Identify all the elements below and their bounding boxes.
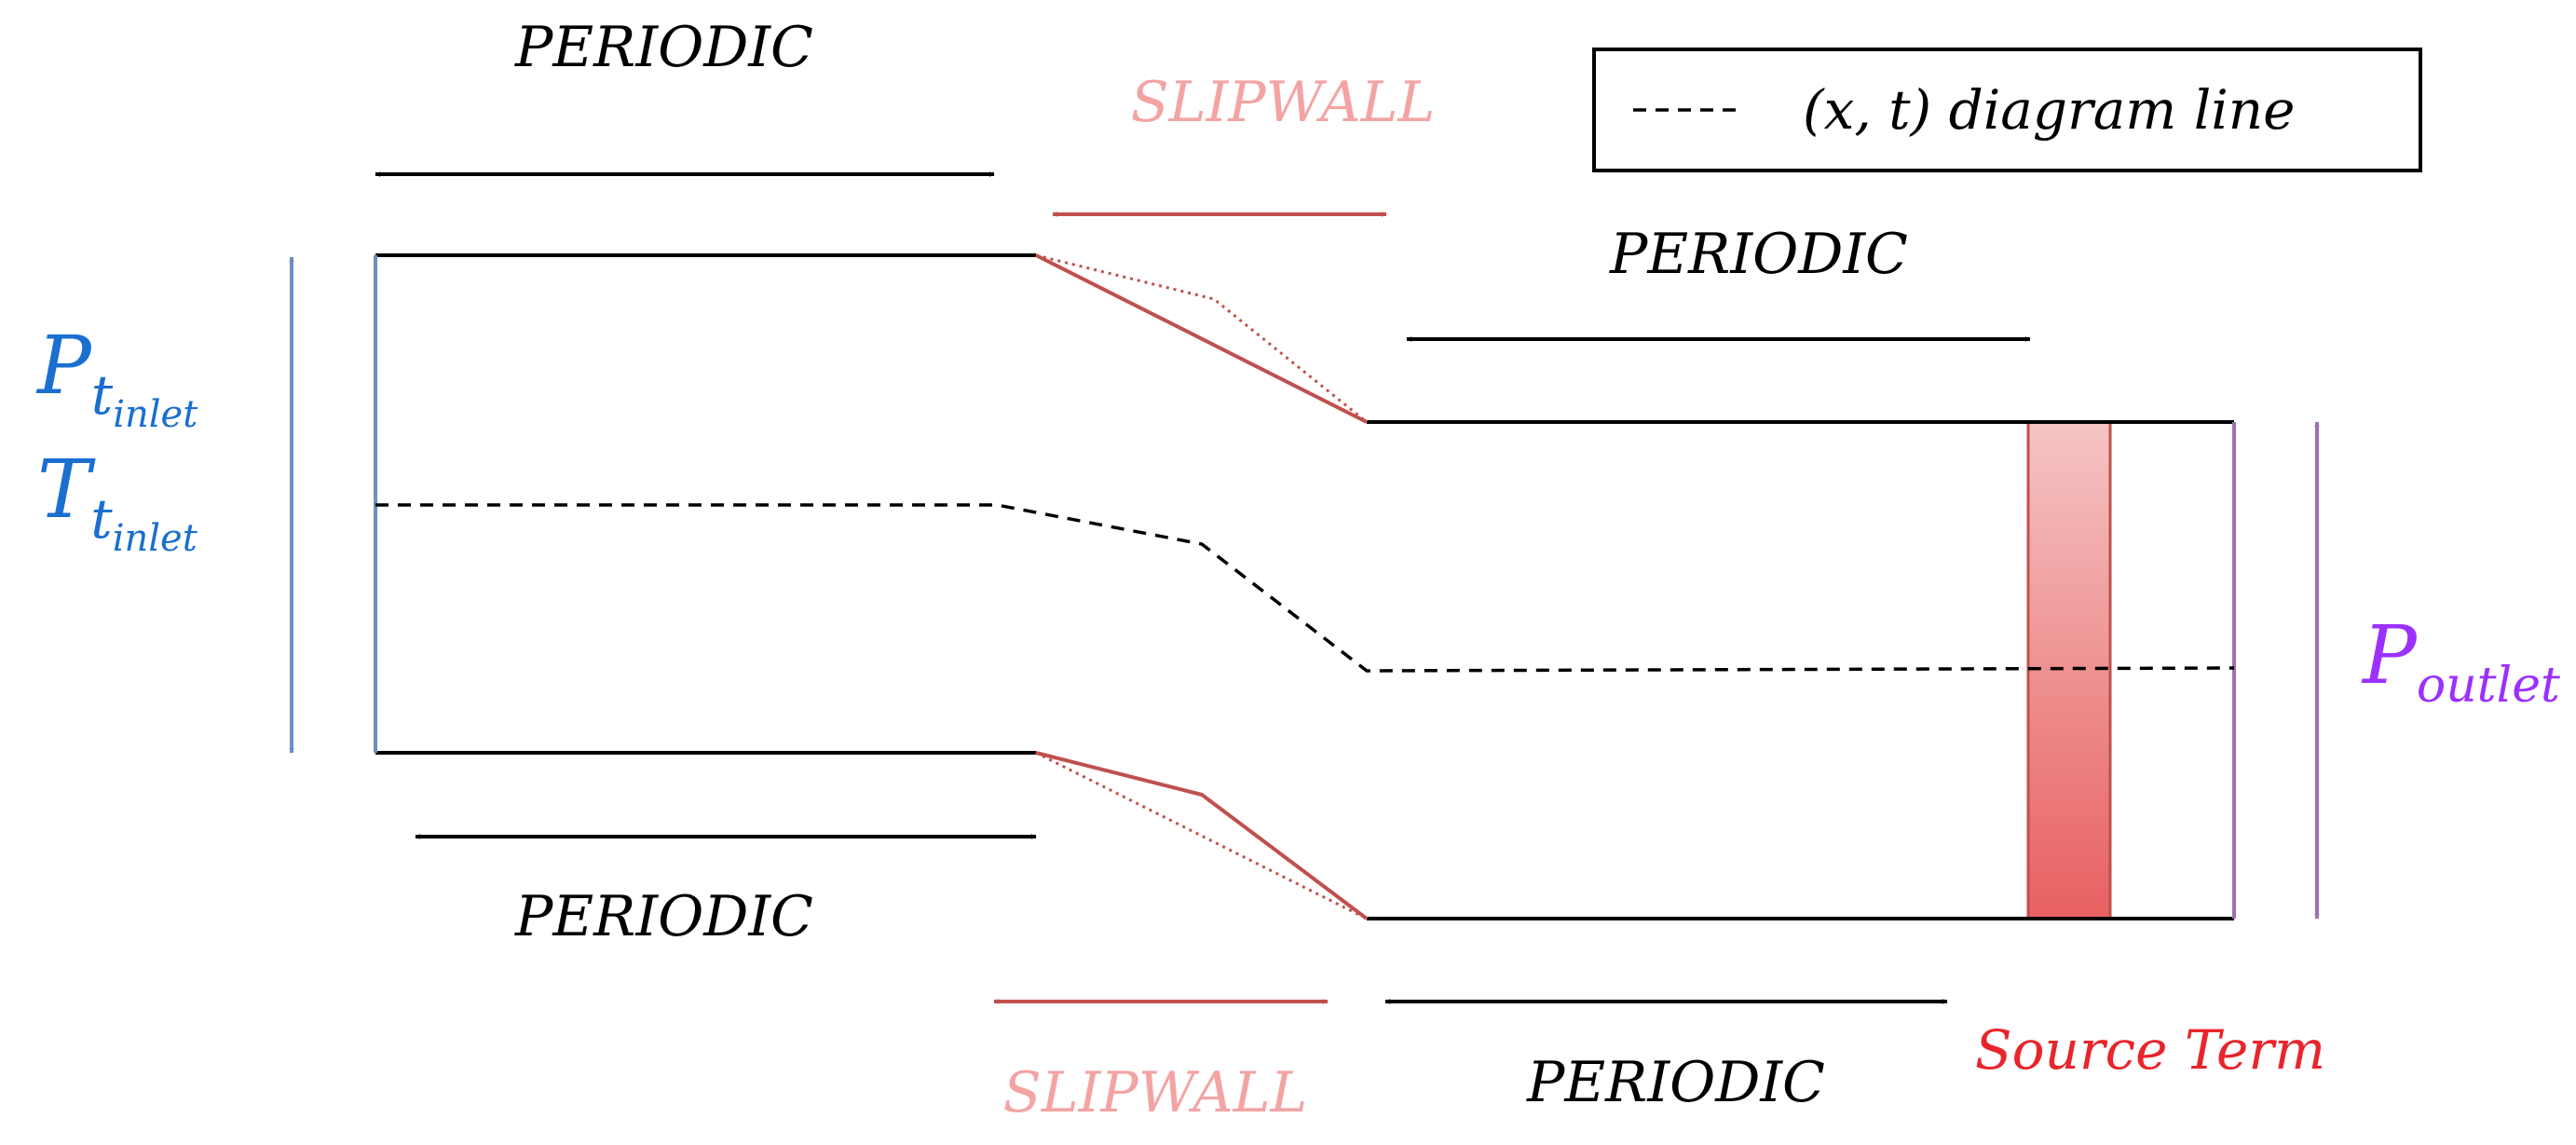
xt-diagram-line <box>375 503 2235 673</box>
slipwall-label-top: SLIPWALL <box>1131 70 1436 135</box>
legend: (x, t) diagram line <box>1592 48 2422 172</box>
periodic-label-top-left: PERIODIC <box>514 15 813 80</box>
periodic-label-bottom-left: PERIODIC <box>514 884 813 949</box>
top-slipwall-solid <box>1035 253 1368 424</box>
inlet-temperature-label: Ttinlet <box>37 443 198 560</box>
source-term-label: Source Term <box>1975 1018 2325 1082</box>
bottom-slipwall-dotted <box>1035 751 1368 920</box>
bottom-slipwall-solid <box>1035 751 1369 920</box>
periodic-label-bottom-right: PERIODIC <box>1526 1050 1825 1115</box>
inlet-pressure-label: Ptinlet <box>35 320 198 436</box>
outlet-pressure-label: Poutlet <box>2361 609 2560 714</box>
top-slipwall-dotted <box>1035 253 1368 424</box>
slipwall-label-bottom: SLIPWALL <box>1003 1060 1308 1125</box>
source-term-band <box>2026 420 2112 920</box>
periodic-label-top-right: PERIODIC <box>1609 222 1908 287</box>
legend-entry-label: (x, t) diagram line <box>1803 78 2296 142</box>
